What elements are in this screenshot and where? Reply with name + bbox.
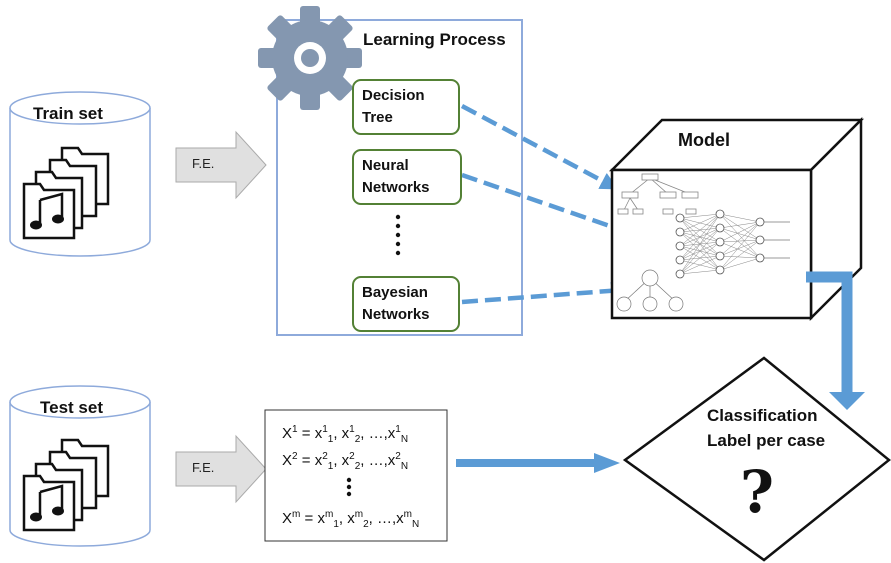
music-files-icon xyxy=(22,438,110,532)
arrow-model-to-classification xyxy=(806,271,853,395)
arrow-model-to-classification-head xyxy=(829,392,865,410)
model-label: Model xyxy=(678,130,730,150)
fe-label-test: F.E. xyxy=(192,460,215,475)
feature-row-m: Xm = xm1, xm2, …,xmN xyxy=(282,509,420,530)
feature-rows-ellipsis xyxy=(346,477,352,497)
learning-process-title: Learning Process xyxy=(363,30,506,49)
decision-tree-line1: Decision xyxy=(362,87,425,104)
train-set-database xyxy=(9,91,151,257)
feature-row-1: X1 = x11, x12, …,x1N xyxy=(282,424,409,445)
bayesian-networks-line2: Networks xyxy=(362,306,430,323)
gear-icon xyxy=(258,6,362,110)
arrow-decision-tree-to-model xyxy=(460,104,619,190)
fe-arrow-train xyxy=(175,130,267,200)
decision-tree-box: Decision Tree xyxy=(352,79,460,135)
decision-tree-thumbnail xyxy=(617,173,699,215)
arrow-features-to-classification-head xyxy=(594,453,620,473)
neural-networks-box: Neural Networks xyxy=(352,149,462,205)
test-set-database xyxy=(9,385,151,547)
neural-networks-line2: Networks xyxy=(362,179,430,196)
bayesian-network-thumbnail xyxy=(616,269,684,312)
bayesian-networks-line1: Bayesian xyxy=(362,284,428,301)
feature-row-2: X2 = x21, x22, …,x2N xyxy=(282,451,409,472)
bayesian-networks-box: Bayesian Networks xyxy=(352,276,460,332)
music-files-icon xyxy=(22,146,110,240)
train-set-label: Train set xyxy=(33,104,103,123)
arrow-bayesian-networks-to-model xyxy=(461,281,630,305)
classification-line2: Label per case xyxy=(707,431,826,450)
neural-networks-line1: Neural xyxy=(362,157,409,174)
classification-line1: Classification xyxy=(707,406,818,425)
model-cube xyxy=(608,116,865,322)
feature-vectors-box xyxy=(264,409,448,542)
test-set-label: Test set xyxy=(40,398,103,417)
fe-label-train: F.E. xyxy=(192,156,215,171)
decision-tree-line2: Tree xyxy=(362,109,393,126)
more-models-ellipsis xyxy=(395,214,401,256)
question-mark-icon: ? xyxy=(740,458,774,526)
neural-network-thumbnail xyxy=(675,209,790,279)
classification-diamond xyxy=(622,356,891,562)
fe-arrow-test xyxy=(175,434,267,504)
